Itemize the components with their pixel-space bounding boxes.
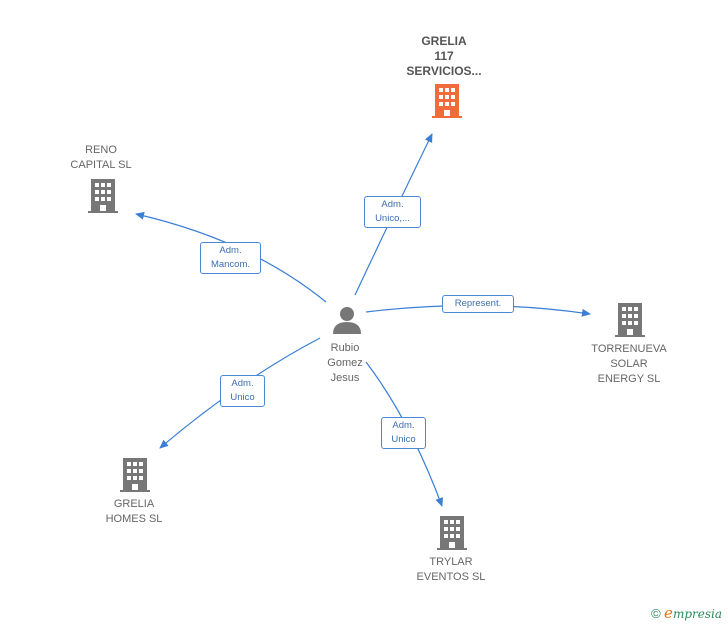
relation-label-trylar: Adm. Unico xyxy=(381,417,426,449)
building-icon-trylar[interactable] xyxy=(437,516,467,550)
building-icon-reno[interactable] xyxy=(88,179,118,213)
person-label[interactable]: Rubio Gomez Jesus xyxy=(327,342,363,384)
relation-label-grelia117: Adm. Unico,... xyxy=(364,196,421,228)
copyright-icon: © xyxy=(651,606,661,621)
company-label-reno[interactable]: RENO CAPITAL SL xyxy=(70,144,132,171)
building-icon-torrenueva[interactable] xyxy=(615,303,645,337)
company-label-greliahomes[interactable]: GRELIA HOMES SL xyxy=(105,498,163,525)
person-icon[interactable] xyxy=(333,307,361,334)
company-label-trylar[interactable]: TRYLAR EVENTOS SL xyxy=(416,556,486,583)
relation-label-greliahomes: Adm. Unico xyxy=(220,375,265,407)
brand-initial: e xyxy=(664,604,673,622)
relation-label-torrenueva: Represent. xyxy=(442,295,514,313)
building-icon-grelia117[interactable] xyxy=(432,84,462,118)
company-label-grelia117[interactable]: GRELIA 117 SERVICIOS... xyxy=(406,34,482,78)
building-icon-greliahomes[interactable] xyxy=(120,458,150,492)
empresia-watermark: © empresia xyxy=(651,604,722,622)
company-label-torrenueva[interactable]: TORRENUEVA SOLAR ENERGY SL xyxy=(591,343,667,385)
relation-label-reno: Adm. Mancom. xyxy=(200,242,261,274)
brand-name: mpresia xyxy=(672,607,722,621)
